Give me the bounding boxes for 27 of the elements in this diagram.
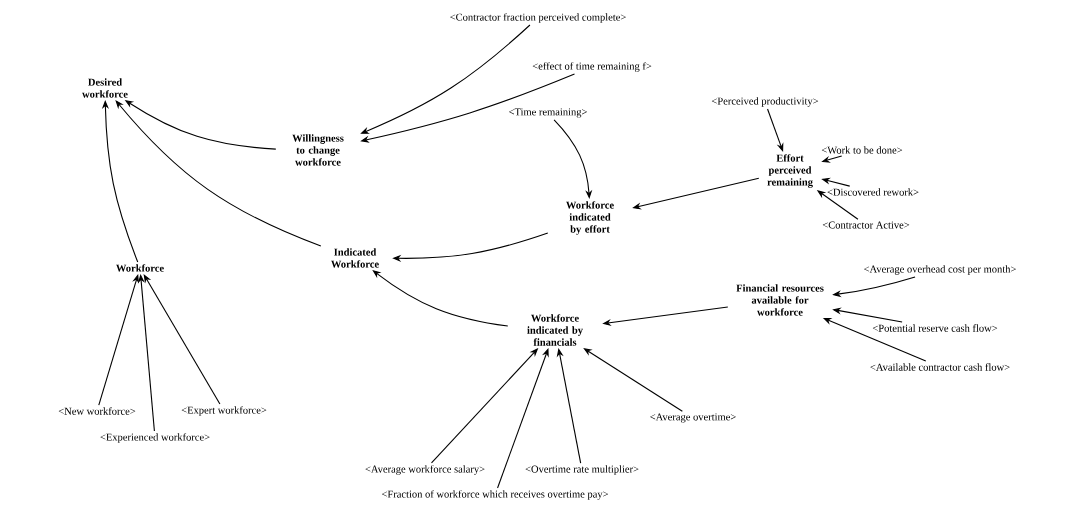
- shadow-variable: <Average overtime>: [650, 413, 736, 423]
- variable-name: Workforce indicated by effort: [566, 201, 614, 235]
- variable-name: Workforce: [116, 264, 164, 272]
- variable-name: Effort perceived remaining: [767, 154, 813, 188]
- variable-name: Desired workforce: [82, 78, 128, 98]
- arrow: [143, 274, 221, 405]
- arrow: [767, 108, 784, 152]
- shadow-variable: <Average overhead cost per month>: [864, 265, 1016, 275]
- shadow-variable: <Expert workforce>: [181, 406, 267, 416]
- shadow-variable: <effect of time remaining f>: [532, 62, 652, 72]
- shadow-variable: <Perceived productivity>: [711, 97, 819, 107]
- variable-name: Willingness to change workforce: [292, 134, 344, 166]
- variable-name: Workforce indicated by financials: [527, 314, 583, 346]
- shadow-variable: <Time remaining>: [509, 108, 587, 118]
- shadow-variable: <Experienced workforce>: [100, 433, 210, 443]
- shadow-variable: <Discovered rework>: [827, 188, 919, 196]
- shadow-variable: <Overtime rate multiplier>: [525, 465, 639, 475]
- shadow-variable: <Average workforce salary>: [365, 465, 485, 475]
- shadow-variable: <Contractor fraction perceived complete>: [450, 13, 626, 23]
- shadow-variable: <Fraction of workforce which receives overtime pay>: [382, 490, 608, 500]
- variable-name: Indicated Workforce: [331, 248, 379, 268]
- shadow-variable: <Potential reserve cash flow>: [872, 324, 998, 332]
- shadow-variable: <Contractor Active>: [822, 221, 910, 229]
- variable-name: Financial resources available for workforce: [736, 284, 824, 316]
- shadow-variable: <Work to be done>: [821, 146, 903, 154]
- shadow-variable: <New workforce>: [58, 407, 136, 415]
- shadow-variable: <Available contractor cash flow>: [870, 363, 1010, 371]
